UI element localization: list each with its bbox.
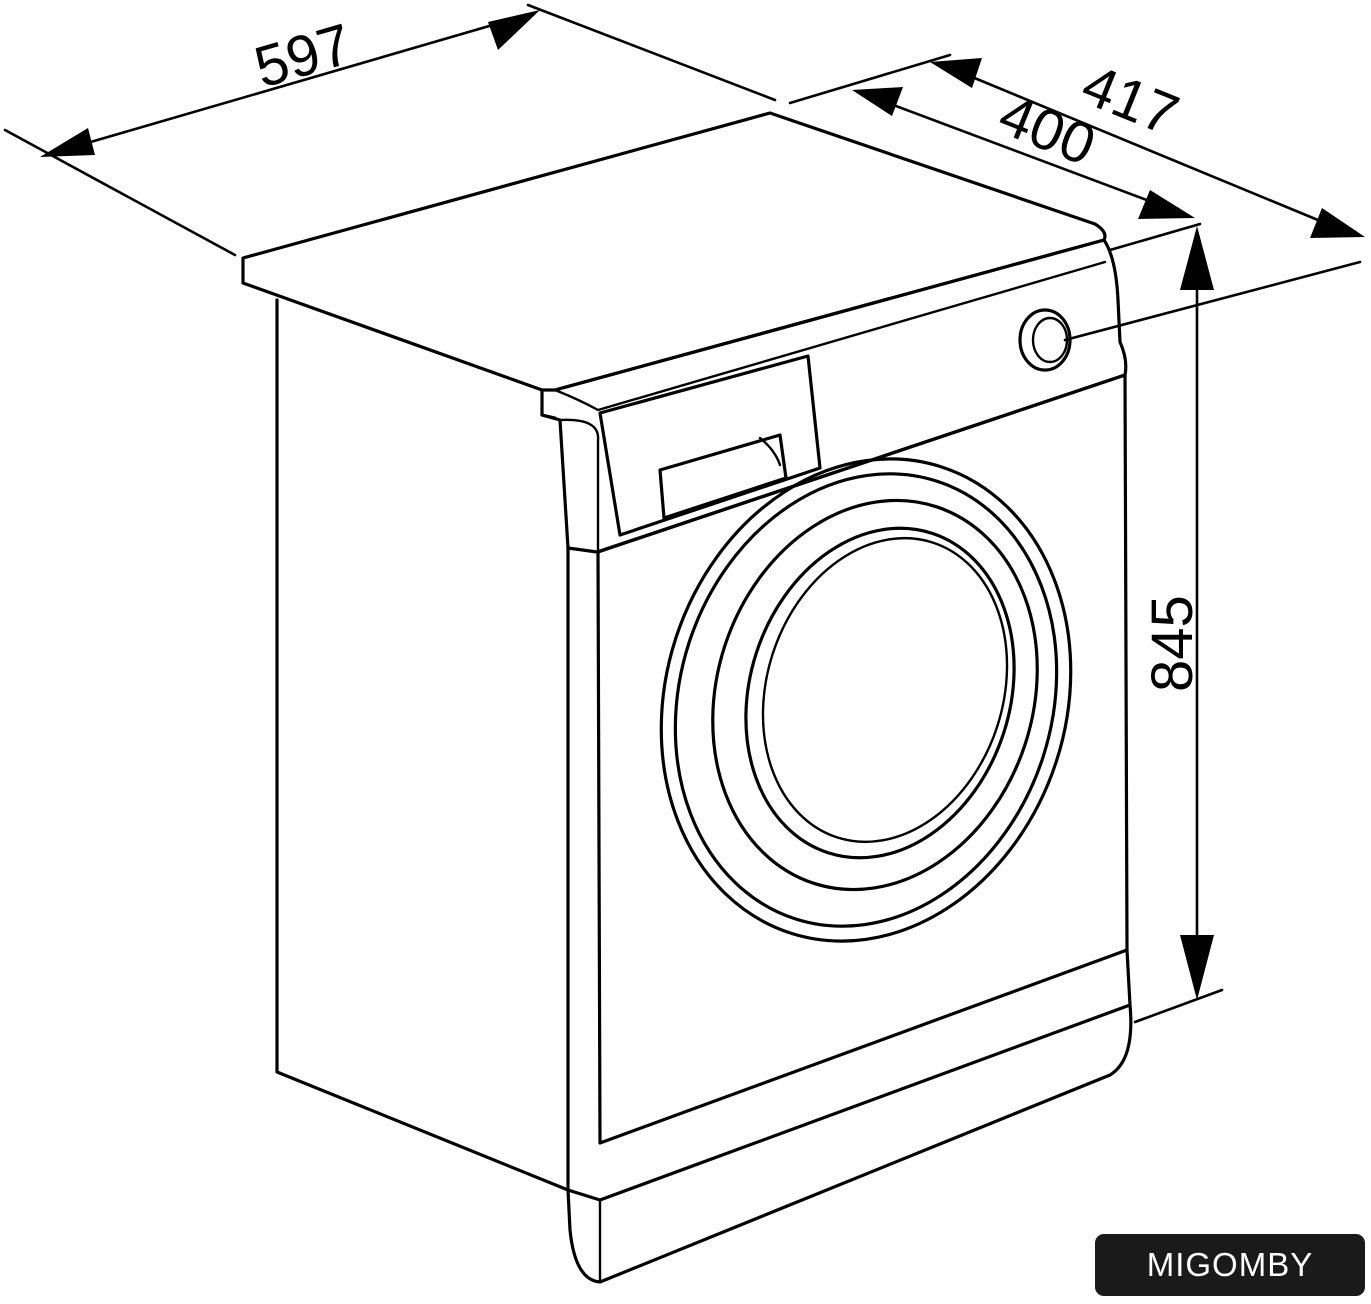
brand-badge: MIGOMBY (1095, 1234, 1365, 1296)
side-panel (275, 298, 570, 1192)
machine-body (241, 111, 1133, 1284)
control-panel (553, 238, 1128, 554)
porthole-door (659, 457, 1073, 943)
worktop (241, 111, 1107, 392)
brand-name: MIGOMBY (1146, 1246, 1314, 1283)
program-knob (1018, 308, 1072, 372)
detergent-drawer (598, 354, 822, 537)
kick-plate (566, 948, 1132, 1202)
dimension-label-height: 845 (1140, 595, 1205, 692)
dimension-lines (3, 3, 1365, 1024)
dimension-label-width: 597 (248, 11, 359, 100)
